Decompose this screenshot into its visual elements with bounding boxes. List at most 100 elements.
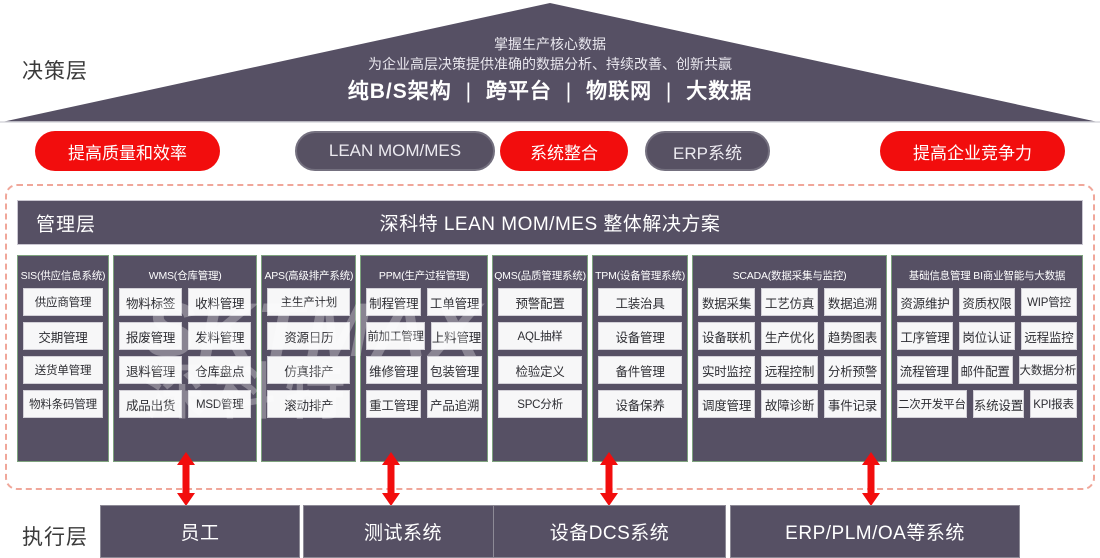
module-row: 重工管理产品追溯 xyxy=(366,390,483,418)
decision-layer-label: 决策层 xyxy=(22,60,88,83)
module-row: 滚动排产 xyxy=(267,390,351,418)
module-cell[interactable]: 远程监控 xyxy=(1020,322,1077,350)
module-cell[interactable]: 报废管理 xyxy=(119,322,183,350)
execution-box-2[interactable]: 设备DCS系统 xyxy=(493,505,726,558)
module-cell[interactable]: 收料管理 xyxy=(188,288,252,316)
benefit-pill-2[interactable]: 系统整合 xyxy=(500,131,628,171)
module-cell[interactable]: 实时监控 xyxy=(698,356,756,384)
module-cell[interactable]: 滚动排产 xyxy=(267,390,351,418)
module-row: 制程管理工单管理 xyxy=(366,288,483,316)
module-cell[interactable]: 工艺仿真 xyxy=(761,288,819,316)
module-column-header: TPM(设备管理系统) xyxy=(595,269,686,282)
module-cell[interactable]: 制程管理 xyxy=(366,288,422,316)
module-cell[interactable]: 备件管理 xyxy=(598,356,683,384)
module-cell[interactable]: WIP管控 xyxy=(1020,288,1077,316)
module-cell[interactable]: 工单管理 xyxy=(427,288,483,316)
roof-triangle-shape xyxy=(0,3,1100,123)
module-cell[interactable]: 物料条码管理 xyxy=(23,390,103,418)
module-row: 前加工管理上料管理 xyxy=(366,322,483,350)
module-cell[interactable]: 系统设置 xyxy=(972,390,1024,418)
benefit-pill-1[interactable]: LEAN MOM/MES xyxy=(295,131,495,171)
module-cell[interactable]: 二次开发平台 xyxy=(896,390,967,418)
module-row: 备件管理 xyxy=(598,356,683,384)
module-cell[interactable]: 预警配置 xyxy=(498,288,583,316)
module-row: 仿真排产 xyxy=(267,356,351,384)
module-cell[interactable]: 供应商管理 xyxy=(23,288,103,316)
benefit-pill-label: ERP系统 xyxy=(673,143,742,163)
benefit-pill-row: 提高质量和效率 LEAN MOM/MES 系统整合 ERP系统 提高企业竞争力 xyxy=(0,131,1100,175)
module-cell[interactable]: AQL抽样 xyxy=(498,322,583,350)
module-column-header: SCADA(数据采集与监控) xyxy=(732,269,847,282)
module-cell[interactable]: 退料管理 xyxy=(119,356,183,384)
module-column-header: PPM(生产过程管理) xyxy=(378,269,470,282)
module-cell[interactable]: 检验定义 xyxy=(498,356,583,384)
module-cell[interactable]: 事件记录 xyxy=(824,390,881,418)
module-column-header: WMS(仓库管理) xyxy=(148,269,222,282)
module-cell[interactable]: 数据采集 xyxy=(698,288,756,316)
module-cell[interactable]: 生产优化 xyxy=(761,322,819,350)
module-cell[interactable]: 重工管理 xyxy=(366,390,422,418)
module-row: 工装治具 xyxy=(598,288,683,316)
module-cell[interactable]: 分析预警 xyxy=(824,356,881,384)
execution-box-3[interactable]: ERP/PLM/OA等系统 xyxy=(730,505,1020,558)
module-cell[interactable]: 故障诊断 xyxy=(761,390,819,418)
module-cell[interactable]: 维修管理 xyxy=(366,356,422,384)
module-cell[interactable]: 物料标签 xyxy=(119,288,183,316)
module-row: 物料标签收料管理 xyxy=(119,288,252,316)
benefit-pill-3[interactable]: ERP系统 xyxy=(645,131,770,171)
module-column-header: 基础信息管理 BI商业智能与大数据 xyxy=(908,269,1066,282)
module-row: 工序管理岗位认证远程监控 xyxy=(896,322,1077,350)
benefit-pill-0[interactable]: 提高质量和效率 xyxy=(35,131,220,171)
module-cell[interactable]: 大数据分析 xyxy=(1018,356,1078,384)
module-cell[interactable]: 资质权限 xyxy=(958,288,1015,316)
module-cell[interactable]: 前加工管理 xyxy=(366,322,425,350)
module-cell[interactable]: 数据追溯 xyxy=(824,288,881,316)
module-cell[interactable]: 包装管理 xyxy=(427,356,483,384)
module-column-2: APS(高级排产系统) 主生产计划资源日历仿真排产滚动排产 xyxy=(261,255,357,462)
module-cell[interactable]: 交期管理 xyxy=(23,322,103,350)
module-row: 维修管理包装管理 xyxy=(366,356,483,384)
module-cell[interactable]: 设备保养 xyxy=(598,390,683,418)
module-cell[interactable]: 主生产计划 xyxy=(267,288,351,316)
module-cell[interactable]: 仿真排产 xyxy=(267,356,351,384)
module-cell[interactable]: 调度管理 xyxy=(698,390,756,418)
module-cell[interactable]: 设备管理 xyxy=(598,322,683,350)
module-row: 报废管理发料管理 xyxy=(119,322,252,350)
module-cell[interactable]: 资源维护 xyxy=(896,288,953,316)
module-cell[interactable]: 远程控制 xyxy=(761,356,819,384)
execution-box-label: 员工 xyxy=(180,523,220,544)
module-cell[interactable]: 送货单管理 xyxy=(23,356,103,384)
module-cell[interactable]: 流程管理 xyxy=(896,356,952,384)
module-row: 退料管理仓库盘点 xyxy=(119,356,252,384)
module-column-header: APS(高级排产系统) xyxy=(264,269,354,282)
benefit-pill-4[interactable]: 提高企业竞争力 xyxy=(880,131,1065,171)
module-cell[interactable]: 趋势图表 xyxy=(824,322,881,350)
module-cell[interactable]: 产品追溯 xyxy=(427,390,483,418)
management-layer-banner: 管理层 深科特 LEAN MOM/MES 整体解决方案 xyxy=(17,200,1083,245)
bidirectional-arrow-2 xyxy=(598,452,620,506)
bidirectional-arrow-1 xyxy=(380,452,402,506)
execution-box-0[interactable]: 员工 xyxy=(100,505,300,558)
module-cell[interactable]: 仓库盘点 xyxy=(188,356,252,384)
module-column-header: QMS(品质管理系统) xyxy=(494,269,586,282)
module-cell[interactable]: 资源日历 xyxy=(267,322,351,350)
module-cell[interactable]: KPI报表 xyxy=(1030,390,1077,418)
module-column-body: 制程管理工单管理前加工管理上料管理维修管理包装管理重工管理产品追溯 xyxy=(366,288,483,418)
module-cell[interactable]: MSD管理 xyxy=(188,390,252,418)
benefit-pill-label: LEAN MOM/MES xyxy=(328,141,462,160)
module-cell[interactable]: SPC分析 xyxy=(498,390,583,418)
module-cell[interactable]: 成品出货 xyxy=(119,390,183,418)
module-cell[interactable]: 邮件配置 xyxy=(957,356,1013,384)
module-cell[interactable]: 工序管理 xyxy=(896,322,953,350)
module-cell[interactable]: 设备联机 xyxy=(698,322,756,350)
module-column-body: 供应商管理交期管理送货单管理物料条码管理 xyxy=(23,288,103,418)
module-cell[interactable]: 工装治具 xyxy=(598,288,683,316)
module-cell[interactable]: 上料管理 xyxy=(430,322,483,350)
module-cell[interactable]: 岗位认证 xyxy=(958,322,1015,350)
execution-box-1[interactable]: 测试系统 xyxy=(303,505,503,558)
module-cell[interactable]: 发料管理 xyxy=(188,322,252,350)
